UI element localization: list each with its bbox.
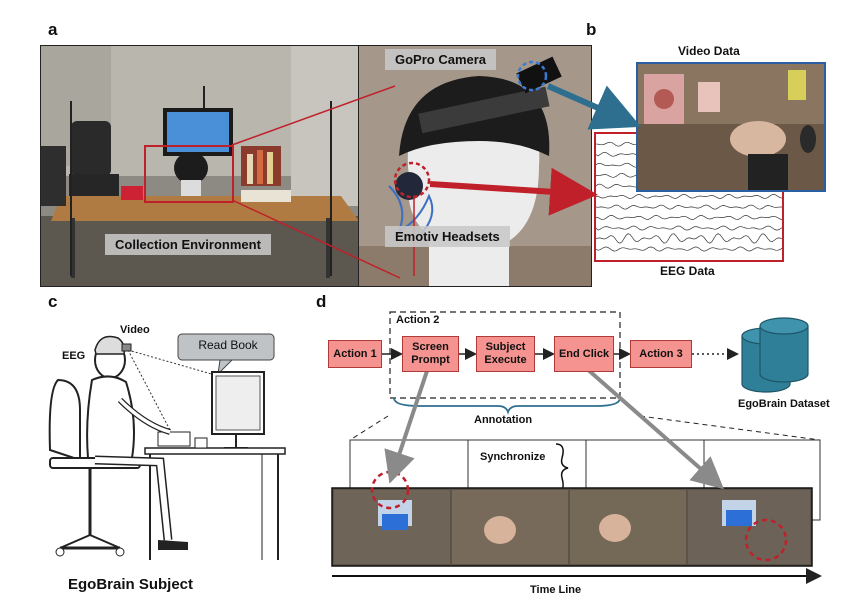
panel-letter-a: a [48, 20, 58, 39]
collection-environment-photo: Collection Environment [40, 45, 360, 287]
egobrain-subject-caption: EgoBrain Subject [68, 576, 194, 593]
flow-box-action-1: Action 1 [328, 340, 382, 368]
eeg-trace [596, 204, 782, 210]
eeg-data-title: EEG Data [660, 264, 715, 278]
emotiv-headsets-label: Emotiv Headsets [385, 226, 510, 247]
time-line-label: Time Line [530, 584, 582, 596]
eeg-trace [596, 246, 782, 252]
flow-box-screen-prompt: Screen Prompt [402, 336, 459, 372]
video-label: Video [120, 324, 150, 336]
flow-box-end-click: End Click [554, 336, 614, 372]
subject-illustration [48, 333, 286, 560]
flow-box-subject-execute: Subject Execute [476, 336, 535, 372]
video-data-card [636, 62, 826, 192]
eeg-trace [596, 233, 782, 244]
eeg-trace [596, 193, 782, 199]
video-data-title: Video Data [678, 44, 740, 58]
annotation-label: Annotation [474, 414, 533, 426]
action-2-label: Action 2 [396, 314, 440, 326]
flow-box-action-3: Action 3 [630, 340, 692, 368]
read-book-bubble: Read Book [198, 338, 258, 352]
gopro-camera-label: GoPro Camera [385, 49, 497, 70]
panel-letter-b: b [586, 20, 597, 39]
collection-environment-label: Collection Environment [105, 234, 271, 255]
panel-letter-c: c [48, 292, 58, 311]
eeg-label: EEG [62, 350, 86, 362]
eeg-trace [596, 215, 782, 220]
egobrain-dataset-label: EgoBrain Dataset [738, 398, 830, 410]
panel-letter-d: d [316, 292, 327, 311]
synchronize-label: Synchronize [480, 451, 546, 463]
headset-photo: GoPro Camera Emotiv Headsets [358, 45, 592, 287]
eeg-trace [596, 225, 782, 231]
